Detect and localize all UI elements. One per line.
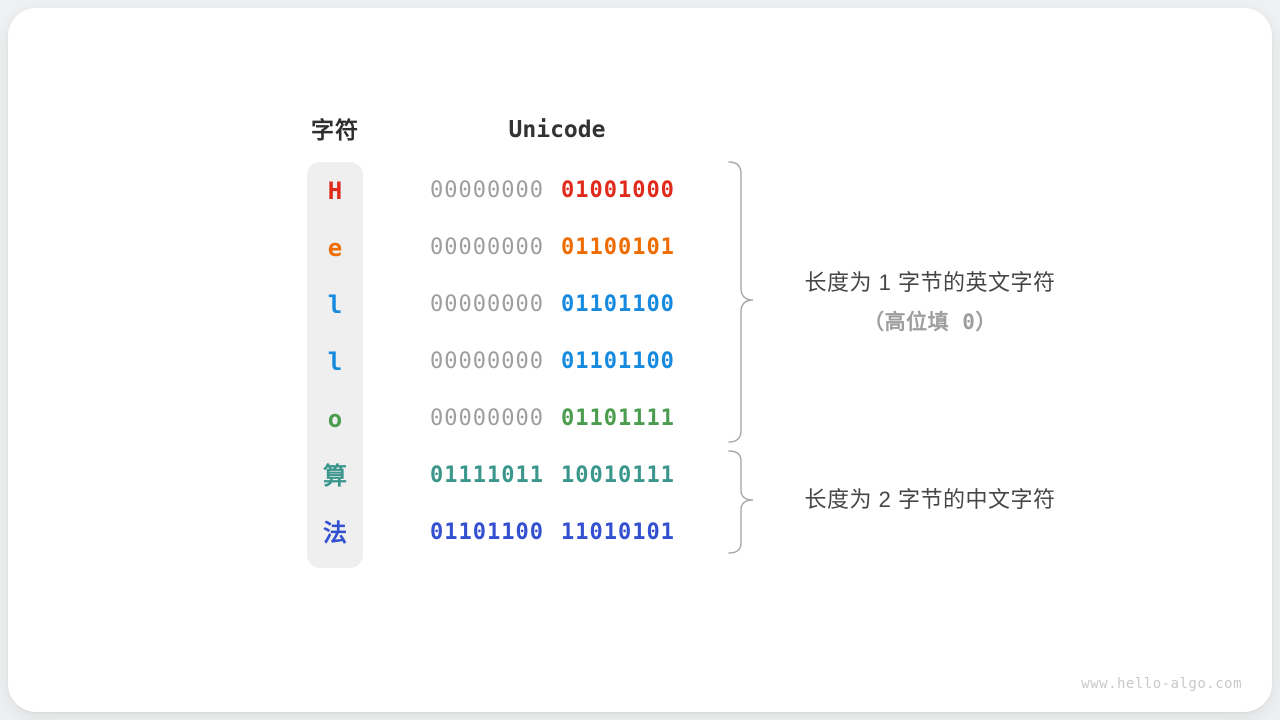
byte1: 00000000: [430, 349, 544, 374]
byte2: 01100101: [560, 235, 675, 260]
byte1: 00000000: [430, 235, 544, 260]
table-row: 算 01111011 10010111: [0, 461, 1280, 491]
byte1: 00000000: [430, 406, 544, 431]
char-cell: l: [327, 291, 343, 319]
unicode-bits: 00000000 01101100: [430, 290, 675, 320]
char-cell: e: [327, 234, 343, 262]
table-row: e 00000000 01100101: [0, 233, 1280, 263]
annotation-chinese-line1: 长度为 2 字节的中文字符: [804, 487, 1056, 512]
char-cell: 算: [323, 462, 347, 490]
curly-brace-english-group-icon: [728, 161, 754, 443]
byte2: 01101100: [560, 349, 675, 374]
char-cell: o: [327, 405, 343, 433]
char-cell: H: [327, 177, 343, 205]
curly-brace-chinese-group-icon: [728, 450, 754, 554]
column-header-unicode: Unicode: [508, 117, 606, 143]
unicode-bits: 01101100 11010101: [430, 518, 675, 548]
table-row: l 00000000 01101100: [0, 347, 1280, 377]
table-row: o 00000000 01101111: [0, 404, 1280, 434]
char-cell: l: [327, 348, 343, 376]
table-row: l 00000000 01101100: [0, 290, 1280, 320]
unicode-bits: 01111011 10010111: [430, 461, 675, 491]
table-row: H 00000000 01001000: [0, 176, 1280, 206]
watermark-url: www.hello-algo.com: [1081, 676, 1242, 692]
annotation-english-line1: 长度为 1 字节的英文字符: [804, 270, 1056, 295]
column-header-character: 字符: [311, 117, 359, 143]
figure-card: [8, 8, 1272, 712]
byte2: 11010101: [560, 520, 675, 545]
byte1: 00000000: [430, 292, 544, 317]
character-column-background: [307, 162, 363, 568]
char-cell: 法: [323, 519, 347, 547]
annotation-english-line2: （高位填 0）: [863, 310, 997, 334]
byte1: 01101100: [430, 520, 544, 545]
table-row: 法 01101100 11010101: [0, 518, 1280, 548]
byte2: 10010111: [560, 463, 675, 488]
byte2: 01101100: [560, 292, 675, 317]
unicode-bits: 00000000 01001000: [430, 176, 675, 206]
unicode-bits: 00000000 01100101: [430, 233, 675, 263]
byte2: 01101111: [560, 406, 675, 431]
byte2: 01001000: [560, 178, 675, 203]
unicode-bits: 00000000 01101111: [430, 404, 675, 434]
byte1: 01111011: [430, 463, 544, 488]
byte1: 00000000: [430, 178, 544, 203]
unicode-bits: 00000000 01101100: [430, 347, 675, 377]
